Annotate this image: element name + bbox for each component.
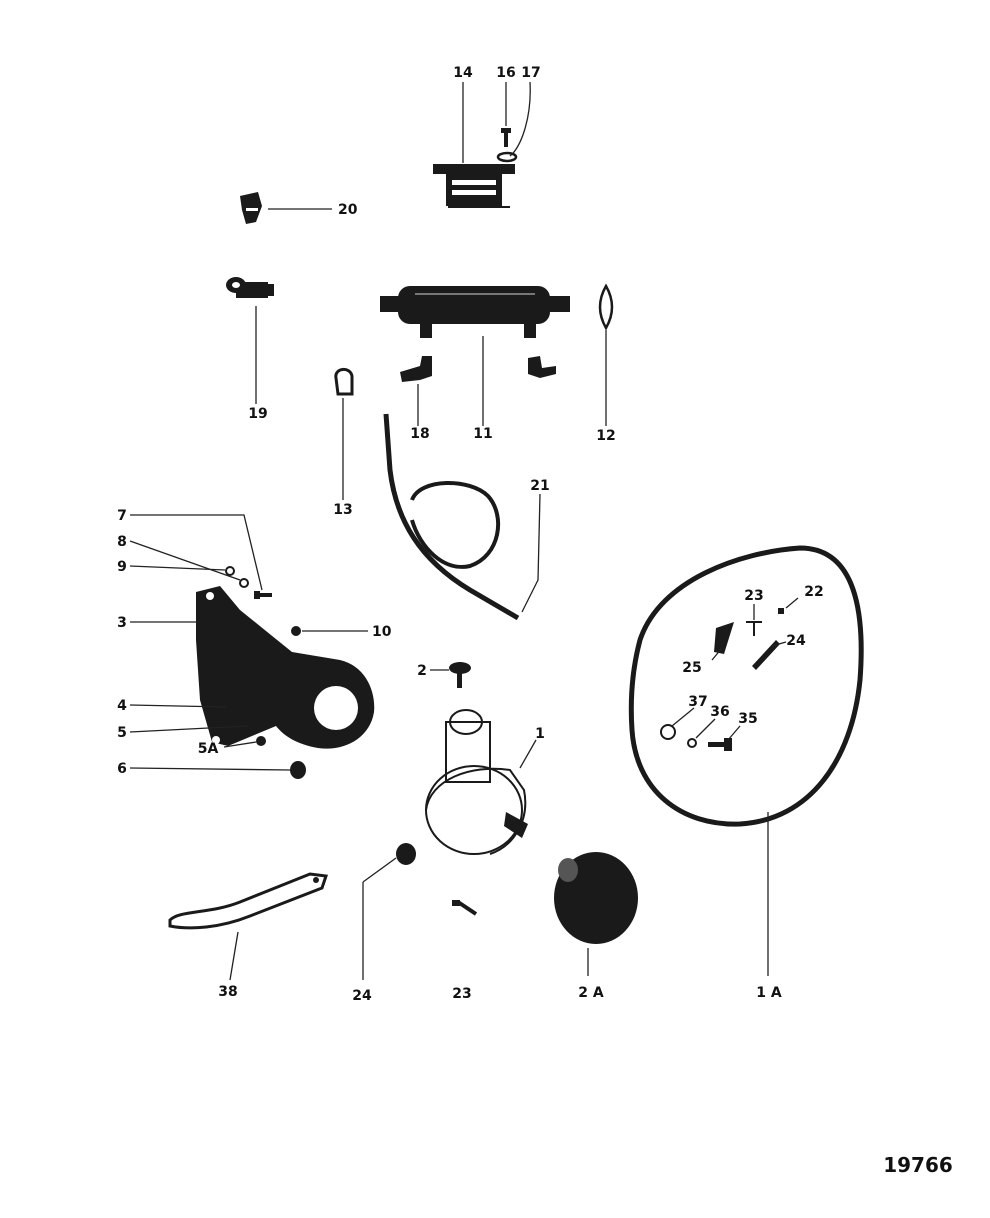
- leader-37: [671, 707, 695, 727]
- leader-4: [129, 704, 227, 708]
- callout-5a: 5A: [198, 741, 219, 757]
- callout-38: 38: [218, 984, 237, 1000]
- part-18-elbow-fitting: [400, 356, 432, 382]
- part-13-clip: [334, 368, 354, 396]
- part-38-lever: [168, 872, 329, 930]
- callout-2a: 2 A: [578, 985, 604, 1001]
- callout-24-upper: 24: [786, 633, 806, 649]
- callout-8: 8: [117, 534, 127, 550]
- leader-6: [129, 767, 291, 771]
- part-6-cap: [290, 761, 306, 779]
- callout-2: 2: [417, 663, 427, 679]
- part-7-screw: [254, 591, 272, 599]
- document-number: 19766: [883, 1153, 953, 1177]
- callout-23-upper: 23: [744, 588, 763, 604]
- callout-14: 14: [453, 65, 473, 81]
- part-2-knob: [449, 662, 471, 688]
- leader-lines: [129, 81, 799, 981]
- callout-37: 37: [688, 694, 707, 710]
- part-4-screw: [228, 704, 244, 710]
- leader-22: [785, 597, 799, 609]
- callout-35: 35: [738, 711, 757, 727]
- part-5a-nut: [256, 736, 266, 746]
- part-10-nut: [291, 626, 301, 636]
- callout-3: 3: [117, 615, 127, 631]
- callout-5: 5: [117, 725, 127, 741]
- part-35-screw: [708, 738, 732, 751]
- callout-12: 12: [596, 428, 615, 444]
- part-1-housing: [425, 709, 528, 855]
- part-elbow-fitting-right: [528, 356, 556, 378]
- callout-9: 9: [117, 559, 127, 575]
- leader-7: [130, 514, 263, 591]
- part-23-pin: [746, 621, 762, 636]
- leader-24b-top: [362, 857, 397, 883]
- callout-20: 20: [338, 202, 358, 218]
- callout-6: 6: [117, 761, 127, 777]
- part-12-clamp: [598, 283, 614, 331]
- callout-22: 22: [804, 584, 823, 600]
- part-3-bracket: [196, 586, 375, 749]
- part-14-bracket: [433, 164, 515, 208]
- callout-1: 1: [535, 726, 545, 742]
- part-24-coil: [752, 640, 780, 670]
- part-1a-gasket: [628, 545, 864, 827]
- part-24-cap: [396, 843, 416, 865]
- callout-24-lower: 24: [352, 988, 372, 1004]
- part-16-screw: [501, 128, 511, 147]
- part-20-fitting: [240, 192, 262, 224]
- callout-1a: 1 A: [756, 985, 782, 1001]
- callout-labels: 14 16 17 20 19 18 11 12 13 21 7 8 9 3 10…: [117, 65, 953, 1177]
- callout-13: 13: [333, 502, 352, 518]
- leader-25: [711, 647, 723, 661]
- part-19-fitting: [226, 277, 274, 298]
- callout-10: 10: [372, 624, 392, 640]
- leader-38: [229, 931, 239, 981]
- callout-19: 19: [248, 406, 267, 422]
- leader-24a: [771, 641, 787, 647]
- leader-21: [521, 493, 541, 613]
- leader-9: [129, 565, 226, 571]
- part-37-washer: [660, 724, 676, 740]
- leader-35: [727, 725, 741, 741]
- part-23-screw: [452, 900, 478, 916]
- part-17-washer: [496, 151, 518, 163]
- callout-17: 17: [521, 65, 540, 81]
- leader-8: [129, 540, 241, 581]
- callout-16: 16: [496, 65, 515, 81]
- part-2a-cover: [554, 852, 638, 944]
- callout-7: 7: [117, 508, 127, 524]
- part-36-washer: [687, 738, 697, 748]
- part-8-washer: [239, 578, 249, 588]
- part-9-washer: [225, 566, 235, 576]
- leader-17: [509, 81, 531, 157]
- callout-23-lower: 23: [452, 986, 471, 1002]
- callout-36: 36: [710, 704, 729, 720]
- part-25-blade: [714, 622, 734, 654]
- leader-36: [695, 718, 716, 739]
- leader-1: [519, 739, 537, 769]
- callout-18: 18: [410, 426, 429, 442]
- callout-4: 4: [117, 698, 127, 714]
- part-11-cooler: [380, 286, 570, 338]
- part-21-hose: [383, 413, 520, 621]
- part-5-washer: [248, 719, 260, 731]
- leader-5a: [223, 741, 257, 748]
- callout-21: 21: [530, 478, 549, 494]
- callout-25: 25: [682, 660, 701, 676]
- part-22-screw: [778, 608, 784, 614]
- callout-11: 11: [473, 426, 492, 442]
- leader-5: [129, 725, 249, 733]
